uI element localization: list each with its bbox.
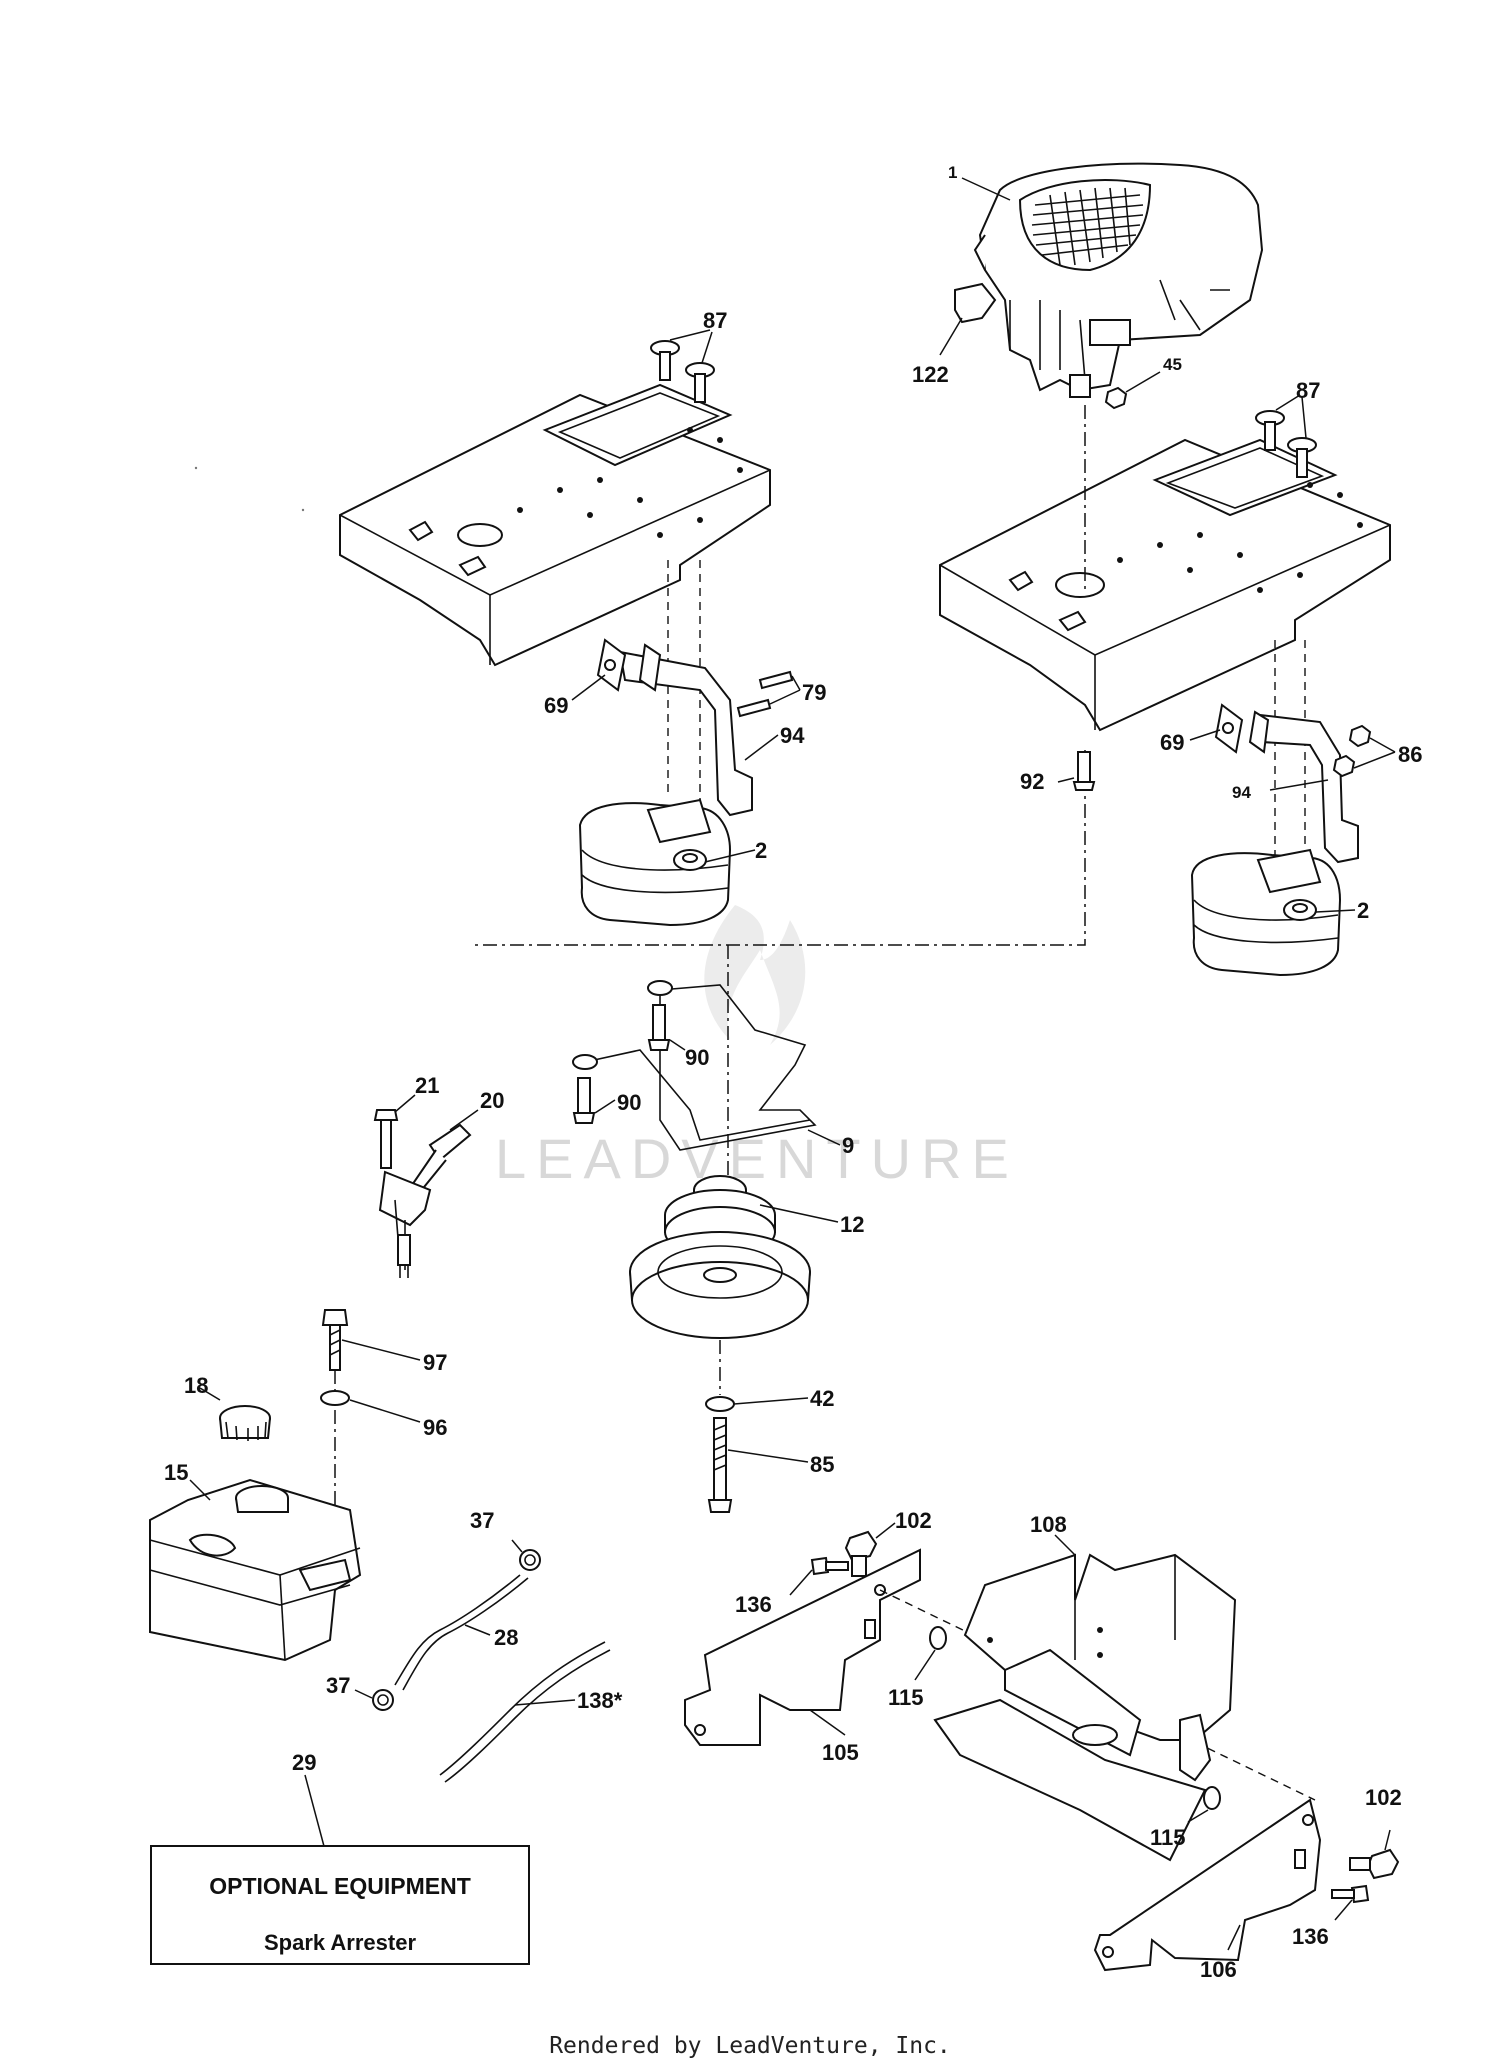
callout-42: 42 [810,1386,834,1411]
callout-94-left: 94 [780,723,805,748]
clamp-37-top [519,1549,541,1571]
callout-90a: 90 [685,1045,709,1070]
callout-12: 12 [840,1212,864,1237]
bolt-85 [707,1417,733,1513]
nut-86b [1332,754,1356,778]
muffler-right [1190,848,1342,977]
throttle-control-20 [378,1123,472,1278]
callout-122: 122 [912,362,949,387]
washer-96 [320,1390,350,1406]
callout-92: 92 [1020,769,1044,794]
fuel-cap-18 [219,1405,271,1441]
screws-79 [736,670,794,718]
callout-2-right: 2 [1357,898,1369,923]
callout-87-left: 87 [703,308,727,333]
callout-28: 28 [494,1625,518,1650]
screw-136-bottom [1331,1884,1370,1904]
callout-86: 86 [1398,742,1422,767]
pulley-12 [629,1175,811,1339]
callout-115-bottom: 115 [1150,1825,1186,1850]
bracket-106 [1093,1798,1322,1972]
callout-102-top: 102 [895,1508,932,1533]
washer-42 [705,1396,735,1412]
optional-equipment-title: OPTIONAL EQUIPMENT [209,1873,471,1899]
part-45-nut [1104,386,1128,410]
clamp-37-bottom [372,1689,394,1711]
callout-105: 105 [822,1740,859,1765]
watermark-text: LEADVENTURE [495,1127,1019,1190]
nut-86a [1348,724,1372,748]
brace-9 [572,980,817,1151]
bolts-90 [572,1004,671,1124]
footer-credit: Rendered by LeadVenture, Inc. [549,2033,951,2059]
callout-90b: 90 [617,1090,641,1115]
engine [973,162,1264,398]
watermark: LEADVENTURE [495,905,1019,1190]
callout-1: 1 [948,163,957,182]
callout-87-right: 87 [1296,378,1320,403]
callout-9: 9 [842,1133,854,1158]
hose-138 [439,1641,611,1783]
part-122 [954,282,997,324]
callout-29: 29 [292,1750,316,1775]
callout-115-top: 115 [888,1685,924,1710]
callout-18: 18 [184,1373,208,1398]
engine-plate-right [939,438,1391,732]
hose-28 [394,1574,529,1691]
muffler-left [578,798,732,927]
washer-115-top [929,1626,947,1650]
bolt-102-bottom [1349,1848,1400,1880]
bolt-92 [1072,751,1096,791]
bolts-87-left [650,340,715,403]
callout-94-right: 94 [1232,783,1251,802]
bolt-102-top [844,1530,878,1577]
callout-15: 15 [164,1460,188,1485]
callout-108: 108 [1030,1512,1067,1537]
callout-136-top: 136 [735,1592,772,1617]
bracket-105 [684,1548,921,1746]
engine-grille [1031,187,1144,266]
callout-138: 138* [577,1688,623,1713]
fuel-tank-15 [149,1478,362,1662]
engine-plate-left [339,383,771,667]
callout-37-top: 37 [470,1508,494,1533]
exhaust-pipe-right [1214,703,1359,864]
bolts-87-right [1255,410,1317,478]
callout-85: 85 [810,1452,834,1477]
callout-2-left: 2 [755,838,767,863]
optional-equipment-box: OPTIONAL EQUIPMENT Spark Arrester [150,1845,530,1965]
callout-20: 20 [480,1088,504,1113]
callout-102-bottom: 102 [1365,1785,1402,1810]
callout-106: 106 [1200,1957,1237,1982]
callout-136-bottom: 136 [1292,1924,1329,1949]
screw-21 [380,1117,392,1169]
callout-21: 21 [415,1073,439,1098]
shield-108 [933,1553,1237,1862]
callout-37-bottom: 37 [326,1673,350,1698]
callout-45: 45 [1163,355,1182,374]
callout-69-left: 69 [544,693,568,718]
callout-96: 96 [423,1415,447,1440]
optional-equipment-subtitle: Spark Arrester [263,1930,417,1955]
callout-79: 79 [802,680,826,705]
callout-69-right: 69 [1160,730,1184,755]
screw-136-top [810,1556,849,1576]
exhaust-pipe-left [596,638,753,817]
callout-97: 97 [423,1350,447,1375]
washer-115-bottom [1203,1786,1221,1810]
